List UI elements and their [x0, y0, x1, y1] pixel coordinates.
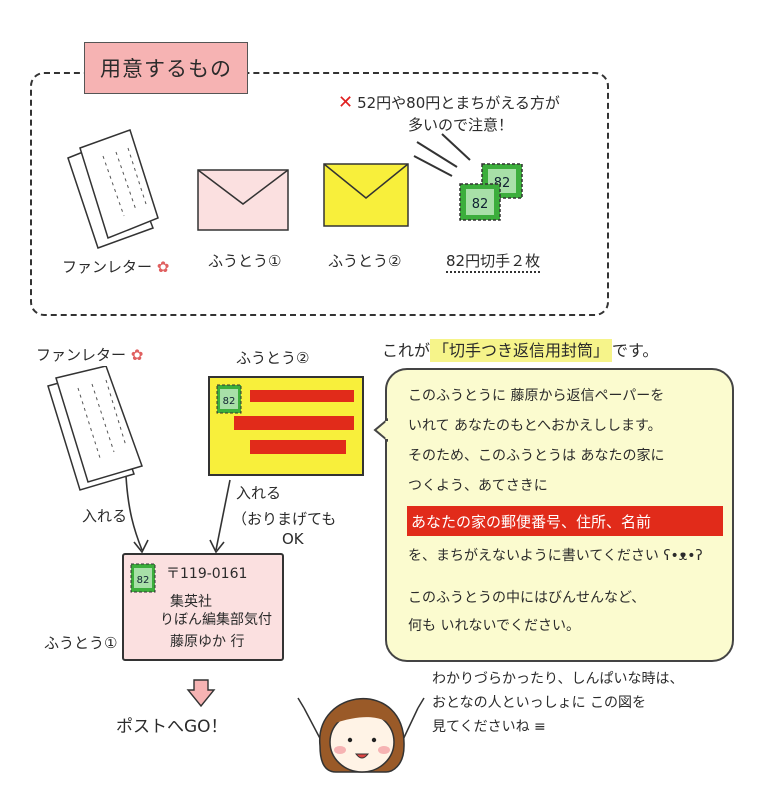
- stamp-value-text: 82: [137, 575, 150, 586]
- bottom-note-line-2: おとなの人といっしょに この図を: [432, 695, 647, 711]
- speech-line-7: 何も いれないでください。: [408, 618, 581, 634]
- stamp-value-text: 82: [223, 396, 236, 407]
- item-label-fan-letter: ファンレター ✿: [62, 258, 170, 276]
- bear-face-icon: ʕ•ᴥ•ʔ: [663, 548, 703, 564]
- speech-title-highlight: 「切手つき返信用封筒」: [430, 339, 613, 362]
- insert-label-1: 入れる: [82, 507, 128, 525]
- redacted-name-bar: [250, 440, 346, 454]
- fold-note-line-1: （おりまげても: [232, 510, 337, 528]
- cross-icon: ✕: [338, 92, 354, 113]
- redacted-postal-bar: [250, 390, 354, 402]
- speech-line-4: つくよう、あてさきに: [408, 478, 548, 494]
- stamps-illustration: 82 82: [459, 163, 523, 221]
- address-line-3: 藤原ゆか 行: [170, 634, 245, 650]
- post-go-label: ポストへGO！: [116, 717, 228, 737]
- insert-arrows: [125, 475, 231, 554]
- insert-label-2: 入れる: [236, 484, 282, 502]
- emphasis-lines: [413, 133, 471, 177]
- bottom-note-line-3: 見てくださいね ≡: [432, 719, 546, 735]
- speech-title: これが「切手つき返信用封筒」です。: [382, 339, 659, 362]
- prepare-title: 用意するもの: [84, 42, 248, 94]
- warning-line-1: 52円や80円とまちがえる方が: [357, 94, 560, 112]
- address-line-1: 集英社: [170, 594, 212, 610]
- return-envelope: 82: [208, 376, 364, 476]
- diagram-label-envelope-2: ふうとう②: [236, 349, 310, 367]
- address-line-2: りぼん編集部気付: [160, 612, 272, 628]
- speech-line-6: このふうとうの中にはびんせんなど、: [408, 590, 646, 606]
- speech-red-highlight: あなたの家の郵便番号、住所、名前: [407, 506, 723, 536]
- girl-character-illustration: [297, 697, 425, 773]
- fan-letter-illustration: [67, 129, 159, 249]
- warning-line-2: 多いので注意！: [408, 116, 514, 134]
- speech-line-1: このふうとうに 藤原から返信ペーパーを: [408, 388, 665, 404]
- speech-pointer: [373, 418, 389, 442]
- diagram-label-fan-letter: ファンレター ✿: [36, 346, 144, 364]
- stamp-warning: ✕52円や80円とまちがえる方が 多いので注意！: [338, 92, 560, 136]
- speech-line-5: を、まちがえないように書いてください ʕ•ᴥ•ʔ: [408, 548, 703, 564]
- stamp-icon: 82: [130, 563, 156, 593]
- item-label-envelope-2: ふうとう②: [328, 252, 402, 270]
- speech-line-2: いれて あなたのもとへおかえしします。: [408, 418, 662, 434]
- bottom-note-line-1: わかりづらかったり、しんぱいな時は、: [432, 671, 684, 687]
- diagram-fan-letter-illustration: [47, 366, 143, 491]
- item-label-envelope-1: ふうとう①: [208, 252, 282, 270]
- stamp-value-text-b: 82: [472, 197, 489, 212]
- item-label-stamps: 82円切手２枚: [446, 250, 541, 273]
- address-postal: 〒119-0161: [166, 566, 248, 582]
- stamp-icon: 82: [216, 384, 242, 414]
- prepare-box: [30, 72, 609, 316]
- diagram-label-envelope-1: ふうとう①: [44, 634, 118, 652]
- fold-note-line-2: OK: [282, 530, 304, 548]
- speech-line-3: そのため、このふうとうは あなたの家に: [408, 448, 665, 464]
- redacted-address-bar: [234, 416, 354, 430]
- flower-icon: ✿: [130, 346, 144, 364]
- outer-envelope: 82 〒119-0161 集英社 りぼん編集部気付 藤原ゆか 行: [122, 553, 284, 661]
- envelope-2-illustration: [323, 163, 409, 227]
- bottom-note: わかりづらかったり、しんぱいな時は、 おとなの人といっしょに この図を 見てくだ…: [432, 667, 683, 739]
- down-arrow-icon: [186, 679, 216, 708]
- flower-icon: ✿: [156, 258, 170, 276]
- envelope-1-illustration: [197, 169, 289, 231]
